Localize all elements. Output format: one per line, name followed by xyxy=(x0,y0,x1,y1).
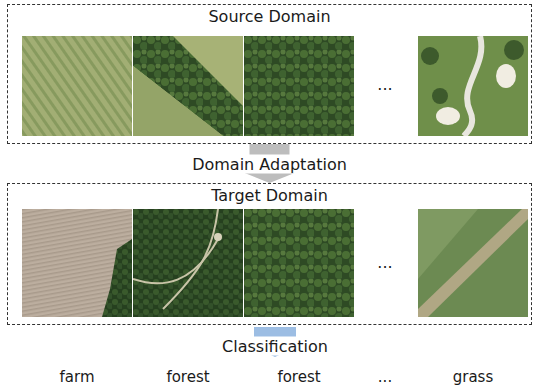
class-label: forest xyxy=(166,368,209,387)
ellipsis: ... xyxy=(378,368,392,387)
ellipsis: ... xyxy=(377,253,392,272)
domain-box: Source Domain xyxy=(7,4,532,144)
forest-photo xyxy=(244,209,354,317)
edge-label: Domain Adaptation xyxy=(189,154,350,173)
forest-paths-photo xyxy=(133,209,243,317)
field-photo xyxy=(133,36,243,136)
class-label: farm xyxy=(60,368,95,387)
class-label: grass xyxy=(453,368,494,387)
forest-photo xyxy=(244,36,354,136)
grass-photo xyxy=(418,209,528,317)
box-title: Target Domain xyxy=(8,184,531,205)
step-label: Classification xyxy=(219,337,331,356)
domain-box: Target Domain xyxy=(7,183,532,325)
farm-photo xyxy=(22,36,132,136)
plowed-photo xyxy=(22,209,132,317)
golf-photo xyxy=(418,36,528,136)
class-label: forest xyxy=(277,368,320,387)
ellipsis: ... xyxy=(377,75,392,94)
box-title: Source Domain xyxy=(8,5,531,26)
